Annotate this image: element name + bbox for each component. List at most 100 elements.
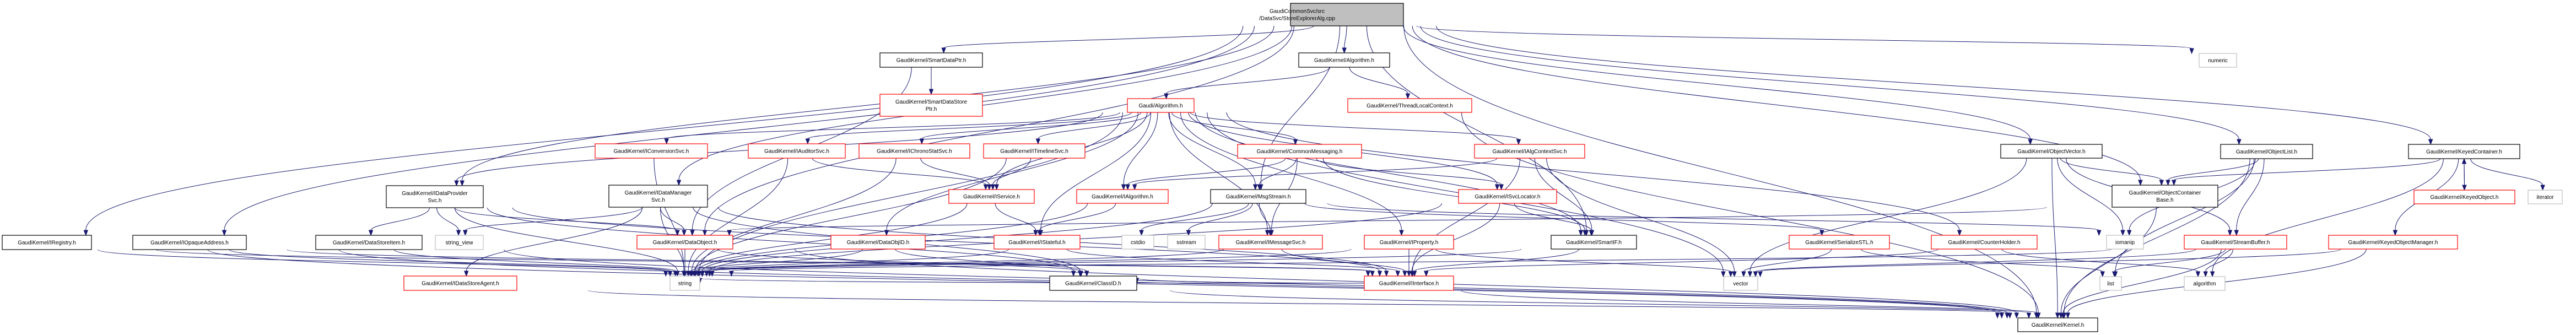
node-label: GaudiKernel/SerializeSTL.h — [1805, 240, 1873, 246]
edge-gaudi_algorithm-to-ichronostatsvc — [919, 112, 1142, 145]
edge-line — [1190, 112, 1519, 140]
edge-line — [1420, 25, 2239, 140]
arrowhead-icon — [1265, 230, 1270, 236]
node-smartdataptr[interactable]: GaudiKernel/SmartDataPtr.h — [879, 52, 983, 68]
node-label: GaudiKernel/ClassID.h — [1065, 281, 1121, 287]
node-dataobject[interactable]: GaudiKernel/DataObject.h — [636, 235, 733, 250]
node-box — [1364, 235, 1454, 250]
node-streambuffer[interactable]: GaudiKernel/StreamBuffer.h — [2184, 235, 2287, 250]
edge-line — [701, 203, 1213, 272]
arrowhead-icon — [464, 271, 469, 277]
node-sstream[interactable]: sstream — [1167, 235, 1206, 250]
edge-dataobjid-to-string — [688, 248, 863, 277]
node-string[interactable]: string — [669, 275, 700, 291]
edge-gaudi_algorithm-to-iauditorsvc — [805, 112, 1132, 145]
arrowhead-icon — [2026, 312, 2032, 319]
edge-line — [1546, 158, 1735, 272]
node-keyedcontainer[interactable]: GaudiKernel/KeyedContainer.h — [2408, 144, 2520, 159]
edge-line — [370, 207, 430, 231]
node-ialgcontextsvc[interactable]: GaudiKernel/IAlgContextSvc.h — [1474, 144, 1585, 159]
node-iomanip[interactable]: iomanip — [2106, 235, 2144, 250]
edge-iproperty-to-iinterface — [1406, 248, 1412, 277]
edge-gaudi_algorithm-to-imessagesvc — [1169, 112, 1270, 236]
node-commonmessaging[interactable]: GaudiKernel/CommonMessaging.h — [1237, 144, 1362, 159]
edge-line — [699, 278, 1365, 284]
node-box — [2017, 317, 2098, 332]
node-objectlist[interactable]: GaudiKernel/ObjectList.h — [2220, 144, 2313, 159]
node-iterator[interactable]: iterator — [2528, 190, 2563, 204]
node-string_view[interactable]: string_view — [435, 235, 484, 250]
node-dataobjid[interactable]: GaudiKernel/DataObjID.h — [830, 235, 926, 250]
node-kernel[interactable]: GaudiKernel/Kernel.h — [2017, 317, 2098, 332]
arrowhead-icon — [2120, 230, 2125, 236]
arrowhead-icon — [2428, 139, 2433, 145]
edge-line — [1171, 112, 1296, 140]
edge-streambuffer-to-kernel — [2060, 248, 2222, 319]
edge-msgstream-to-cstdio — [1139, 203, 1249, 236]
arrowhead-icon — [1370, 271, 1375, 277]
node-label: GaudiKernel/Kernel.h — [2032, 322, 2084, 328]
node-keyedobject[interactable]: GaudiKernel/KeyedObject.h — [2413, 190, 2515, 204]
node-numeric[interactable]: numeric — [2199, 53, 2237, 68]
node-msgstream[interactable]: GaudiKernel/MsgStream.h — [1210, 189, 1306, 204]
node-label: GaudiKernel/ITimelineSvc.h — [1000, 149, 1068, 155]
node-itimelinesvc[interactable]: GaudiKernel/ITimelineSvc.h — [983, 143, 1086, 159]
node-gk_algorithm[interactable]: GaudiKernel/Algorithm.h — [1298, 52, 1390, 68]
edge-line — [691, 158, 897, 272]
node-gaudi_algorithm[interactable]: Gaudi/Algorithm.h — [1127, 98, 1195, 113]
node-list[interactable]: list — [2099, 276, 2122, 291]
node-keyedobjectmanager[interactable]: GaudiKernel/KeyedObjectManager.h — [2328, 235, 2458, 250]
node-threadlocalcontext[interactable]: GaudiKernel/ThreadLocalContext.h — [1347, 98, 1472, 113]
edge-itimelinesvc-to-iservice — [990, 158, 1032, 191]
node-objectvector[interactable]: GaudiKernel/ObjectVector.h — [2000, 144, 2103, 159]
node-serializestl[interactable]: GaudiKernel/SerializeSTL.h — [1789, 235, 1890, 250]
node-box — [2184, 235, 2287, 250]
edge-root-to-objectlist — [1420, 25, 2242, 145]
node-algorithm[interactable]: algorithm — [2184, 276, 2226, 291]
node-ichronostatsvc[interactable]: GaudiKernel/IChronoStatSvc.h — [858, 143, 970, 159]
node-box — [993, 235, 1081, 250]
arrowhead-icon — [2165, 180, 2170, 186]
node-box — [983, 143, 1086, 159]
edge-line — [1038, 112, 1151, 139]
node-iregistry[interactable]: GaudiKernel/IRegistry.h — [2, 235, 92, 250]
node-box — [2328, 235, 2458, 250]
arrowhead-icon — [690, 230, 695, 236]
node-datastoreitem[interactable]: GaudiKernel/DataStoreItem.h — [315, 235, 423, 250]
node-iauditorsvc[interactable]: GaudiKernel/IAuditorSvc.h — [748, 143, 846, 159]
edge-serializestl-to-vector — [1741, 248, 1832, 278]
node-iconversionsvc[interactable]: GaudiKernel/IConversionSvc.h — [595, 143, 708, 159]
node-idatastoreagent[interactable]: GaudiKernel/IDataStoreAgent.h — [403, 275, 517, 291]
arrowhead-icon — [928, 89, 934, 95]
node-istateful[interactable]: GaudiKernel/IStateful.h — [993, 235, 1081, 250]
node-cstdio[interactable]: cstdio — [1121, 235, 1154, 250]
node-iopaqueaddress[interactable]: GaudiKernel/IOpaqueAddress.h — [132, 235, 247, 250]
node-isvclocator[interactable]: GaudiKernel/ISvcLocator.h — [1458, 189, 1557, 204]
edge-line — [1039, 203, 1116, 231]
node-box — [1049, 275, 1137, 291]
node-iinterface[interactable]: GaudiKernel/IInterface.h — [1364, 275, 1454, 291]
node-box — [1789, 235, 1890, 250]
edge-keyedobjectmanager-to-vector — [1758, 248, 2341, 278]
node-classid[interactable]: GaudiKernel/ClassID.h — [1049, 275, 1137, 291]
node-box — [2184, 276, 2226, 291]
node-imessagesvc[interactable]: GaudiKernel/IMessageSvc.h — [1218, 235, 1323, 250]
node-ialgorithm[interactable]: GaudiKernel/IAlgorithm.h — [1076, 189, 1169, 204]
edge-objectvector-to-kernel — [2051, 158, 2060, 319]
node-counterholder[interactable]: GaudiKernel/CounterHolder.h — [1931, 235, 2038, 250]
node-box — [830, 235, 926, 250]
edge-objectvector-to-iomanip — [2057, 158, 2125, 236]
node-iservice[interactable]: GaudiKernel/IService.h — [948, 189, 1035, 204]
node-smartif[interactable]: GaudiKernel/SmartIF.h — [1551, 235, 1637, 250]
edge-root-to-smartif — [1366, 25, 1589, 236]
node-root[interactable]: GaudiCommonSvc/src/DataSvc/StoreExplorer… — [1259, 3, 1404, 26]
arrowhead-icon — [2227, 230, 2233, 236]
arrowhead-icon — [1384, 271, 1389, 277]
node-vector[interactable]: vector — [1723, 276, 1758, 291]
edge-iauditorsvc-to-iservice — [812, 158, 989, 191]
node-iproperty[interactable]: GaudiKernel/IProperty.h — [1364, 235, 1454, 250]
